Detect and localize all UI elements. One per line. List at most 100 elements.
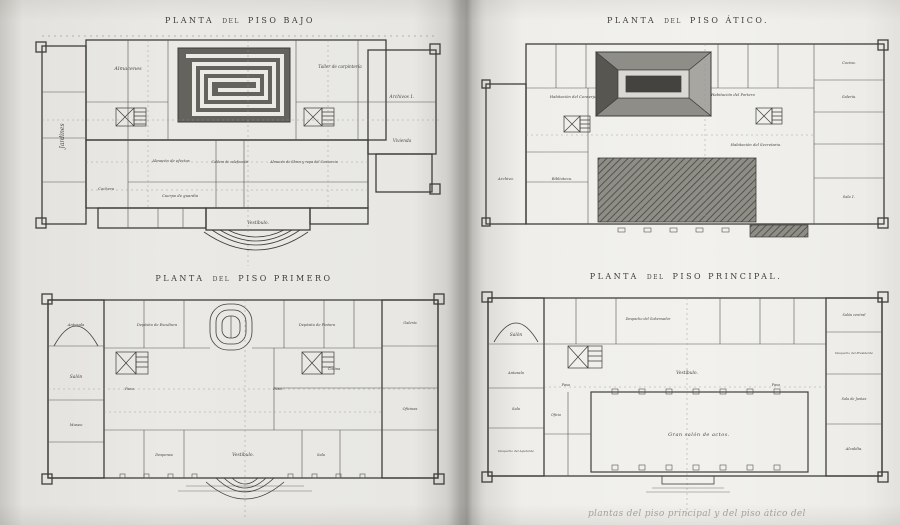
grand-entrance-steps xyxy=(203,229,309,251)
room-label: Cocina. xyxy=(842,61,856,65)
room-label: Antesala xyxy=(507,371,524,375)
plan-primero-labels: Antesala Salón Museo Depósito de Escultu… xyxy=(67,321,418,458)
plan-piso-bajo: PLANTA DEL PISO BAJO xyxy=(28,14,452,272)
room-label: Despensa xyxy=(154,453,173,457)
room-label: Biblioteca. xyxy=(551,176,573,181)
title-word: PISO ÁTICO. xyxy=(690,16,769,25)
room-label: Galería xyxy=(403,321,416,325)
page-caption: plantas del piso principal y del piso át… xyxy=(588,509,898,519)
plan-primero-title: PLANTA DEL PISO PRIMERO xyxy=(34,272,454,290)
plan-piso-atico: PLANTA DEL PISO ÁTICO. xyxy=(478,14,898,256)
skylight xyxy=(595,51,712,117)
room-label: Depósito de Pintura xyxy=(298,323,335,327)
room-label: Sala xyxy=(317,453,325,457)
room-label: Salón central xyxy=(843,313,866,317)
room-label: Paso. xyxy=(272,386,283,391)
room-label: Paso xyxy=(561,383,571,387)
room-label: Vivienda xyxy=(393,138,412,143)
stair-core xyxy=(115,351,149,375)
axis-lines xyxy=(526,44,814,224)
plan-principal-title: PLANTA DEL PISO PRINCIPAL. xyxy=(476,270,896,288)
axis-lines xyxy=(544,298,826,514)
plan-principal-labels: Salón Antesala Sala Despacho del Ayudant… xyxy=(497,313,873,453)
plan-bajo-labels: Jardines Almacenes Taller de carpintería… xyxy=(59,64,414,226)
void-hatch xyxy=(597,157,809,238)
plan-atico-labels: Habitación del Conserje Habitación del P… xyxy=(497,61,856,199)
title-word: PISO PRIMERO xyxy=(238,274,332,283)
room-label: Habitación del Conserje xyxy=(549,94,597,99)
room-label: Cochera xyxy=(98,186,115,191)
plan-bajo-drawing: Jardines Almacenes Taller de carpintería… xyxy=(35,35,441,266)
room-label: Salón xyxy=(70,375,83,380)
axis-lines xyxy=(48,300,438,518)
room-label: Archivo. xyxy=(497,176,514,181)
parterre-garden xyxy=(177,47,291,123)
pilaster-marks xyxy=(119,473,366,479)
room-label: Sala xyxy=(512,407,520,411)
plan-atico-title: PLANTA DEL PISO ÁTICO. xyxy=(478,14,898,32)
room-label: Antesala xyxy=(67,322,85,327)
plan-piso-primero: PLANTA DEL PISO PRIMERO xyxy=(34,272,454,524)
room-label: Cocina xyxy=(328,367,341,371)
room-label: Salón xyxy=(510,333,523,338)
room-label: Cuerpo de guardia xyxy=(162,193,199,198)
room-label: Depósito de Escultura xyxy=(136,323,177,327)
room-label: Vestíbulo. xyxy=(247,221,269,226)
room-label: Alcaldía. xyxy=(845,446,863,451)
room-label: Oficio xyxy=(551,413,561,417)
room-label: Gran salón de actos. xyxy=(668,431,730,438)
stair-core xyxy=(301,351,335,375)
room-label: Vestíbulo. xyxy=(232,453,254,458)
grand-entrance-steps xyxy=(178,477,312,500)
plan-principal-partitions xyxy=(488,298,882,476)
page-gutter-shadow xyxy=(446,0,486,525)
plan-bajo-title: PLANTA DEL PISO BAJO xyxy=(28,14,452,32)
room-label: Almacén de efectos xyxy=(151,158,190,163)
title-word: DEL xyxy=(664,18,682,25)
title-word: PISO PRINCIPAL. xyxy=(673,272,783,281)
room-label: Despacho del Ayudante xyxy=(497,449,534,453)
room-label: Habitación del Portero xyxy=(710,92,755,97)
plan-bajo-walls xyxy=(35,35,441,231)
room-label: Caldera de calefacción xyxy=(212,160,249,164)
room-label: Sala de Juntas xyxy=(842,397,867,401)
entrance-steps xyxy=(646,475,730,493)
stair-core xyxy=(567,345,603,369)
room-label: Almacén de libros y ropa del Consorcio xyxy=(269,160,338,164)
stair-core xyxy=(563,115,591,133)
room-label: Despacho del Gobernador xyxy=(625,317,671,321)
grand-staircase xyxy=(209,303,253,351)
room-label: Taller de carpintería xyxy=(318,64,362,69)
title-word: PLANTA xyxy=(607,16,656,25)
title-word: PLANTA xyxy=(155,274,204,283)
room-label: Jardines xyxy=(59,123,66,150)
room-label: Museo xyxy=(69,422,84,427)
plan-atico-drawing: Habitación del Conserje Habitación del P… xyxy=(481,39,889,238)
pilaster-marks xyxy=(617,227,730,233)
plan-primero-partitions xyxy=(48,300,438,478)
room-label: Sala 1. xyxy=(843,195,855,199)
plan-primero-drawing: Antesala Salón Museo Depósito de Escultu… xyxy=(41,293,445,518)
pilaster-marks xyxy=(611,388,781,471)
title-word: DEL xyxy=(213,276,231,283)
plan-piso-principal: PLANTA DEL PISO PRINCIPAL. xyxy=(476,270,896,520)
title-word: DEL xyxy=(222,18,240,25)
room-label: Archivos 1. xyxy=(389,95,415,100)
room-label: Oficinas xyxy=(403,407,418,411)
title-word: PLANTA xyxy=(590,272,639,281)
room-label: Despacho del Presidente xyxy=(834,351,873,355)
title-word: PISO BAJO xyxy=(248,16,315,25)
title-word: DEL xyxy=(647,274,665,281)
room-label: Vestíbulo. xyxy=(676,371,698,376)
room-label: Habitación del Secretario. xyxy=(730,142,782,147)
plan-atico-partitions xyxy=(526,44,884,224)
axis-lines xyxy=(42,40,440,266)
room-label: Galería. xyxy=(842,95,856,99)
room-label: Almacenes xyxy=(113,66,142,72)
stair-core xyxy=(755,107,783,125)
room-label: Paso. xyxy=(124,386,135,391)
title-word: PLANTA xyxy=(165,16,214,25)
plan-principal-drawing: Salón Antesala Sala Despacho del Ayudant… xyxy=(481,291,889,514)
